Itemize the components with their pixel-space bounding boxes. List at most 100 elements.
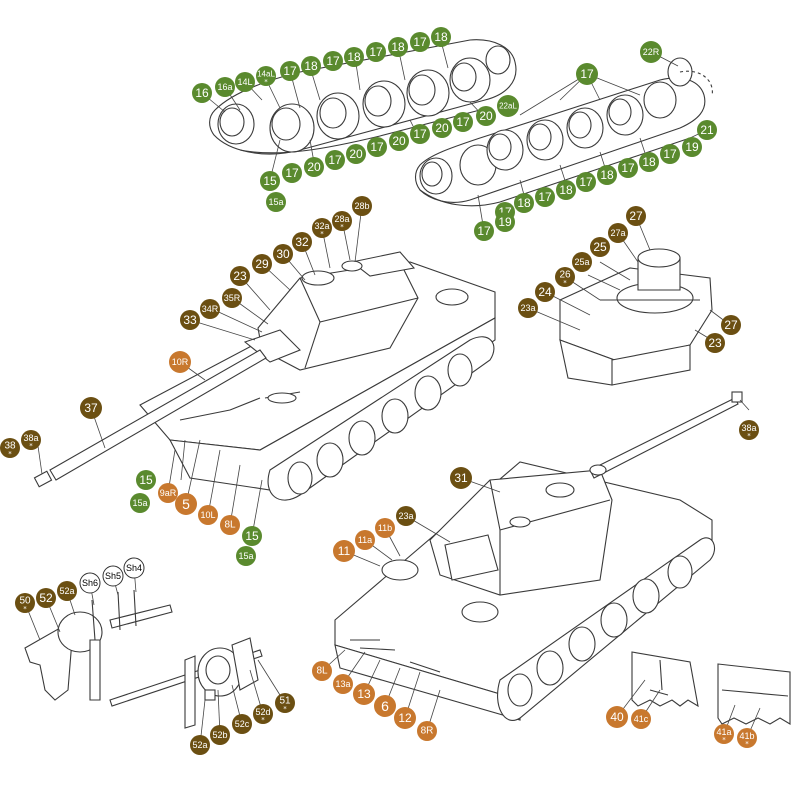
svg-text:23: 23: [708, 336, 722, 350]
svg-text:17: 17: [285, 166, 299, 180]
left-track-assembly: [209, 39, 517, 155]
svg-text:*: *: [8, 450, 12, 458]
badge-37: 37: [80, 397, 102, 419]
badge-32: 32: [292, 232, 312, 252]
badge-15a: 15a: [130, 493, 150, 513]
badge-29: 29: [252, 254, 272, 274]
badge-17: 17: [282, 163, 302, 183]
svg-text:17: 17: [621, 161, 635, 175]
svg-text:38: 38: [4, 441, 16, 452]
svg-text:16: 16: [195, 86, 209, 100]
svg-text:17: 17: [456, 115, 470, 129]
badge-8L-lower: 8L: [312, 661, 332, 681]
svg-text:10L: 10L: [200, 510, 215, 520]
svg-text:*: *: [264, 78, 268, 86]
badge-52d: 52d*: [253, 704, 273, 724]
svg-text:37: 37: [84, 401, 98, 415]
badge-Sh6: Sh6: [79, 572, 101, 594]
badge-18: 18: [639, 152, 659, 172]
badge-41c: 41c: [631, 709, 651, 729]
svg-text:26: 26: [559, 270, 571, 281]
svg-text:*: *: [261, 716, 265, 724]
svg-text:17: 17: [413, 35, 427, 49]
svg-text:Sh5: Sh5: [105, 571, 121, 581]
svg-text:25: 25: [593, 240, 607, 254]
badge-35R: 35R: [222, 288, 242, 308]
badge-16a: 16a: [215, 77, 235, 97]
svg-text:6: 6: [381, 698, 389, 714]
svg-text:18: 18: [517, 196, 531, 210]
svg-text:8R: 8R: [421, 726, 434, 737]
svg-text:20: 20: [349, 147, 363, 161]
badge-17: 17: [280, 61, 300, 81]
svg-text:30: 30: [276, 247, 290, 261]
badge-18: 18: [556, 180, 576, 200]
svg-text:31: 31: [454, 471, 468, 485]
svg-text:21: 21: [700, 123, 714, 137]
badge-18: 18: [344, 47, 364, 67]
svg-text:38a: 38a: [741, 423, 756, 433]
badge-25: 25: [590, 237, 610, 257]
svg-text:*: *: [722, 736, 726, 744]
badge-15: 15: [260, 171, 280, 191]
svg-text:52: 52: [39, 591, 53, 605]
badge-20: 20: [346, 144, 366, 164]
badge-17: 17: [453, 112, 473, 132]
svg-text:27a: 27a: [610, 228, 625, 238]
badge-11a: 11a: [355, 530, 375, 550]
svg-text:*: *: [747, 432, 751, 440]
svg-text:11a: 11a: [358, 535, 372, 545]
badge-38: 38*: [0, 438, 20, 458]
upper-tank-hull: [33, 251, 496, 501]
mantlet-part-center: [109, 637, 263, 729]
badge-17: 17: [474, 221, 494, 241]
part-number-badges: 16 16a 14L 14aL* 17 18 17 18 17 18 17 18…: [0, 27, 759, 755]
svg-text:18: 18: [347, 50, 361, 64]
badge-24: 24: [535, 282, 555, 302]
badge-18: 18: [388, 37, 408, 57]
badge-11b: 11b: [375, 518, 395, 538]
svg-text:10R: 10R: [172, 357, 189, 367]
badge-17: 17: [367, 137, 387, 157]
svg-text:23: 23: [233, 269, 247, 283]
svg-text:35R: 35R: [224, 293, 241, 303]
svg-text:20: 20: [392, 134, 406, 148]
svg-text:*: *: [320, 230, 324, 238]
badge-17: 17: [576, 63, 598, 85]
svg-text:13: 13: [357, 687, 371, 701]
badge-41a: 41a*: [714, 724, 734, 744]
badge-10L: 10L: [198, 505, 218, 525]
svg-text:15: 15: [263, 174, 277, 188]
svg-text:20: 20: [307, 160, 321, 174]
svg-text:17: 17: [580, 67, 594, 81]
svg-text:50: 50: [19, 596, 31, 607]
turret-detail: [559, 248, 713, 386]
svg-text:*: *: [745, 740, 749, 748]
svg-text:17: 17: [369, 45, 383, 59]
badge-19: 19: [682, 137, 702, 157]
svg-text:13a: 13a: [335, 679, 350, 689]
svg-text:18: 18: [559, 183, 573, 197]
svg-text:17: 17: [663, 147, 677, 161]
badge-52a-lower: 52a: [190, 735, 210, 755]
badge-50: 50*: [15, 593, 35, 613]
badge-17: 17: [535, 187, 555, 207]
svg-text:17: 17: [413, 127, 427, 141]
badge-15a: 15a: [236, 546, 256, 566]
badge-17: 17: [618, 158, 638, 178]
svg-text:15: 15: [139, 473, 153, 487]
badge-18: 18: [514, 193, 534, 213]
svg-text:18: 18: [642, 155, 656, 169]
badge-17: 17: [410, 32, 430, 52]
svg-text:27: 27: [629, 209, 643, 223]
svg-text:29: 29: [255, 257, 269, 271]
svg-text:38a: 38a: [23, 433, 38, 443]
svg-text:23a: 23a: [398, 511, 413, 521]
badge-8L: 8L: [220, 515, 240, 535]
right-track-assembly: [414, 57, 713, 207]
badge-21: 21: [697, 120, 717, 140]
badge-17: 17: [325, 150, 345, 170]
badge-52c: 52c: [232, 714, 252, 734]
badge-6: 6: [374, 695, 396, 717]
badge-13: 13: [353, 683, 375, 705]
